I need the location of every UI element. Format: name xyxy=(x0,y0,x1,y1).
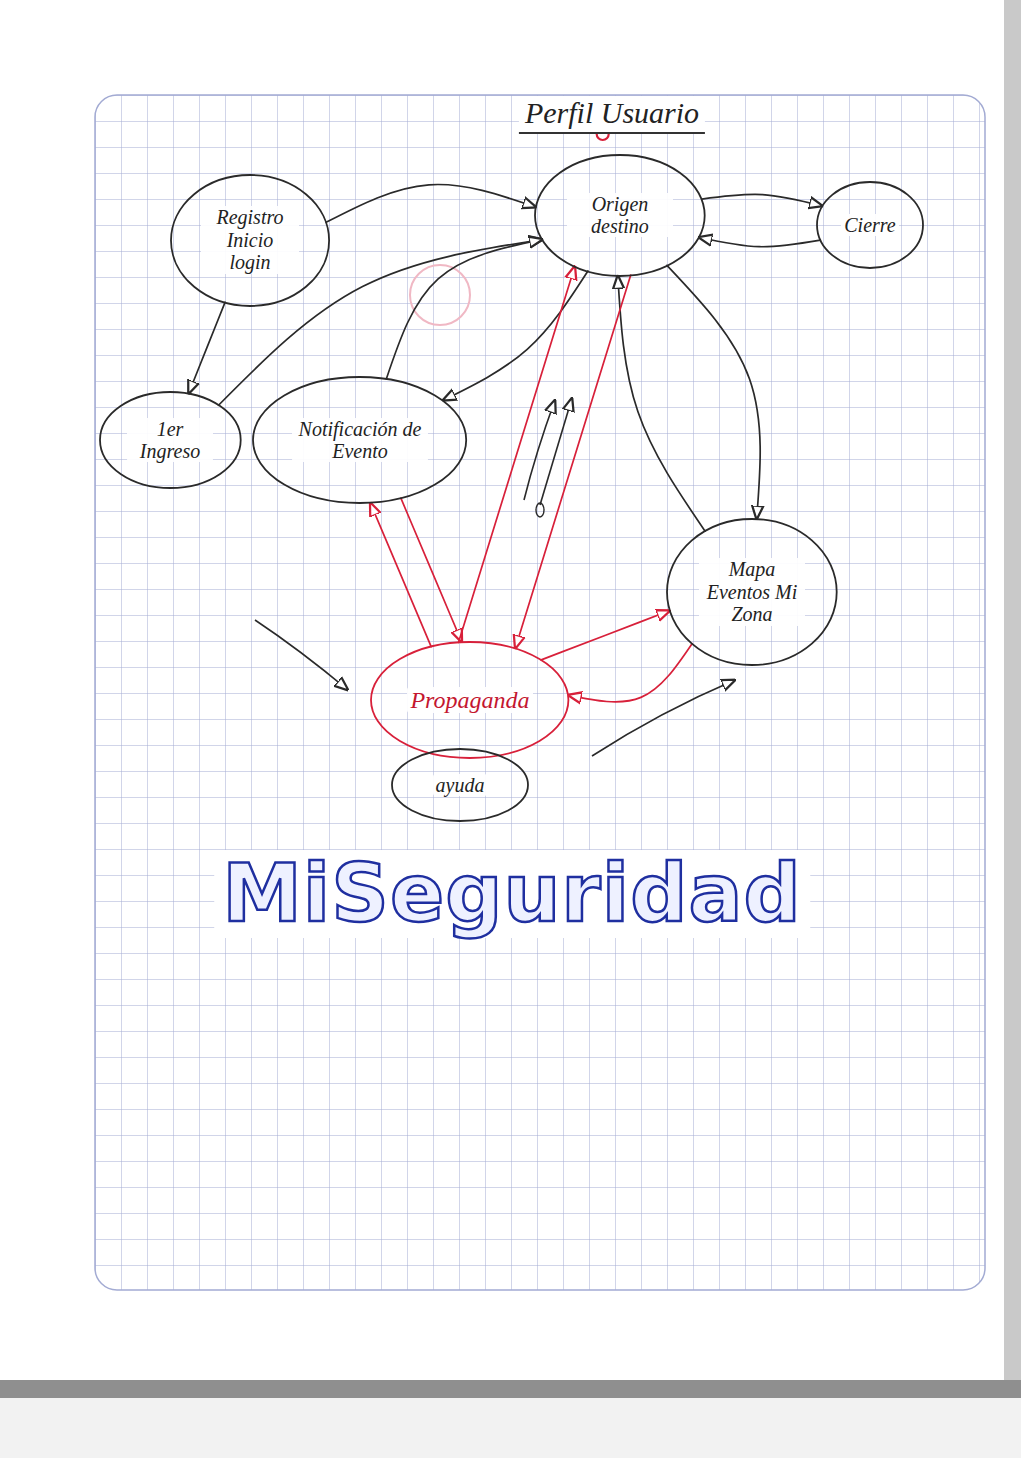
state-circle: Propaganda xyxy=(369,640,570,760)
loose-arrow xyxy=(524,400,555,500)
state-name: Origen destino xyxy=(567,193,673,238)
state-name: Notificación de Evento xyxy=(292,418,428,463)
flow-arrow xyxy=(699,237,821,246)
state-circle: ayuda xyxy=(390,747,530,823)
flow-arrow xyxy=(443,271,588,400)
flow-arrow xyxy=(370,503,431,647)
state-circle: 1er Ingreso xyxy=(98,390,243,490)
page-title: Perfil Usuario xyxy=(519,96,705,134)
circle-outline xyxy=(100,392,241,488)
state-name: 1er Ingreso xyxy=(127,418,213,463)
circle-outline xyxy=(392,749,528,821)
state-circle: Origen destino xyxy=(533,153,707,278)
loose-arrow xyxy=(540,398,572,505)
flow-arrow xyxy=(702,194,823,206)
state-name: Mapa Eventos Mi Zona xyxy=(699,558,805,625)
flow-arrow xyxy=(189,302,226,394)
loose-arrow xyxy=(592,680,735,756)
flow-arrow xyxy=(458,266,574,642)
scan-edge xyxy=(0,1380,1021,1398)
flow-arrow xyxy=(667,265,760,519)
flow-arrow xyxy=(541,611,670,660)
scan-edge xyxy=(1004,0,1021,1380)
state-name: ayuda xyxy=(433,774,488,796)
state-circle: Cierre xyxy=(815,180,925,270)
state-circle: Mapa Eventos Mi Zona xyxy=(665,517,839,667)
pen-loop xyxy=(536,503,544,517)
circle-outline xyxy=(535,155,705,276)
loose-arrow xyxy=(255,620,348,690)
state-name: Propaganda xyxy=(407,687,532,714)
bleed-through-mark xyxy=(410,265,470,325)
app-name: MiSeguridad xyxy=(214,850,810,938)
circle-outline xyxy=(253,377,466,503)
circle-outline xyxy=(371,642,568,758)
state-circle: Registro Inicio login xyxy=(169,173,331,308)
circle-outline xyxy=(171,175,329,306)
state-name: Registro Inicio login xyxy=(201,206,299,273)
scan-edge xyxy=(0,1398,1021,1458)
flow-arrow xyxy=(401,498,462,642)
state-name: Cierre xyxy=(841,214,898,236)
flow-arrow xyxy=(618,275,705,531)
flow-arrow xyxy=(568,644,692,702)
flow-arrow xyxy=(386,239,542,379)
circle-outline xyxy=(817,182,923,268)
circle-outline xyxy=(667,519,837,665)
flow-arrow xyxy=(326,184,536,222)
flow-arrow xyxy=(515,275,630,648)
grid-area xyxy=(95,95,985,1290)
state-circle: Notificación de Evento xyxy=(251,375,468,505)
